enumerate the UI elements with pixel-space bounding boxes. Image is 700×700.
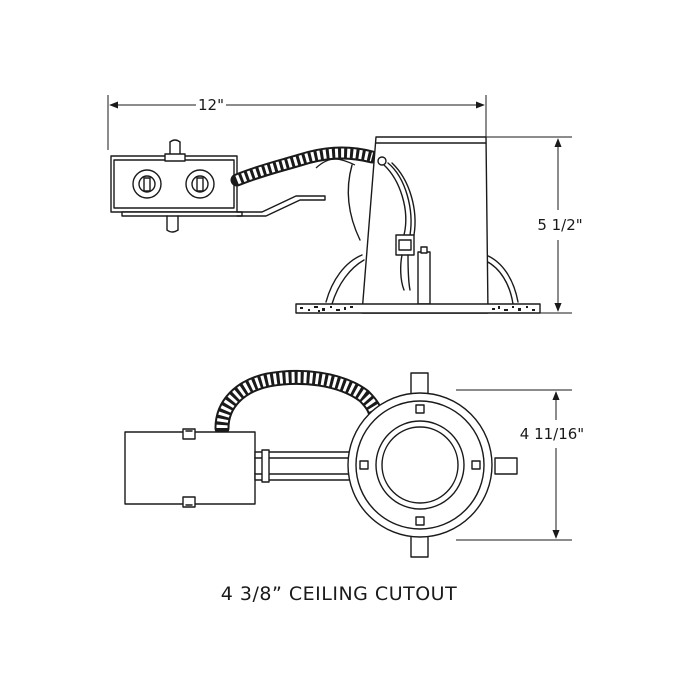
ceiling-board [295, 303, 541, 314]
clip-right [471, 460, 481, 470]
bracket-right [485, 254, 519, 303]
flex-conduit-top [214, 369, 384, 436]
bracket-left [325, 254, 363, 303]
ceiling-texture [300, 306, 535, 312]
clip-bottom [415, 516, 425, 526]
aperture-inner [381, 426, 459, 504]
lug-right [494, 457, 518, 475]
top-view: 4 11/16" [124, 369, 584, 558]
knockout-left [132, 169, 162, 199]
junction-box-top [124, 428, 256, 508]
side-view: 12" 5 1/2" [107, 95, 583, 314]
wiring-connector [377, 156, 416, 291]
junction-box-side [110, 139, 243, 233]
width-label: 12" [198, 96, 224, 114]
knockout-right [185, 169, 215, 199]
mounting-rails-top [254, 449, 356, 483]
support-arm-left [347, 164, 361, 241]
thermal-protector [417, 251, 431, 305]
ring-diameter-label: 4 11/16" [520, 425, 584, 443]
ceiling-cutout-caption: 4 3/8” CEILING CUTOUT [220, 583, 458, 605]
clip-top [415, 404, 425, 414]
clip-left [359, 460, 369, 470]
housing-outer-ring [347, 392, 493, 538]
flex-conduit-side [230, 146, 379, 187]
height-label: 5 1/2" [537, 216, 582, 234]
mounting-bar-side [236, 195, 326, 217]
housing-flange [355, 400, 485, 530]
aperture-outer [375, 420, 465, 510]
